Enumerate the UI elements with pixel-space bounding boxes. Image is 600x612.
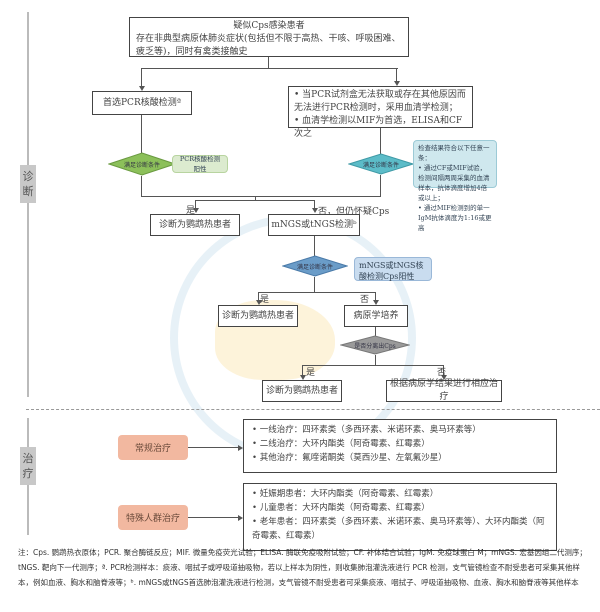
no-label-3: 否 bbox=[437, 368, 447, 378]
criteria-diamond-1-label: 满足诊断条件 bbox=[123, 162, 160, 169]
culture-box: 病原学培养 bbox=[344, 305, 408, 327]
routine-treatment-item: 其他治疗：氟喹诺酮类（莫西沙星、左氧氟沙星） bbox=[252, 451, 548, 465]
routine-treatment-item: 一线治疗：四环素类（多西环素、米诺环素、奥马环素等） bbox=[252, 423, 548, 437]
criteria-diamond-3 bbox=[282, 255, 348, 277]
serology-box: 当PCR试剂盒无法获取或存在其他原因而无法进行PCR检测时，采用血清学检测； 血… bbox=[288, 86, 473, 139]
special-treatment-box: 妊娠期患者：大环内酯类（阿奇霉素、红霉素） 儿童患者：大环内酯类（阿奇霉素、红霉… bbox=[243, 483, 557, 551]
criteria-diamond-1 bbox=[108, 152, 176, 176]
routine-treatment-item: 二线治疗：大环内酯类（阿奇霉素、红霉素） bbox=[252, 437, 548, 451]
pcr-first-box: 首选PCR核酸检测ª bbox=[92, 91, 192, 115]
diagnosis-label: 诊断 bbox=[20, 165, 36, 203]
treat-by-result-box: 根据病原学结果进行相应治疗 bbox=[386, 379, 502, 402]
serology-item: 当PCR试剂盒无法获取或存在其他原因而无法进行PCR检测时，采用血清学检测； bbox=[294, 89, 467, 115]
yes-label-2: 是 bbox=[260, 295, 270, 305]
routine-treatment-pill: 常规治疗 bbox=[118, 435, 188, 460]
diagnosed-box-3: 诊断为鹦鹉热患者 bbox=[262, 380, 342, 402]
start-desc: 存在非典型病原体肺炎症状(包括但不限于高热、干咳、呼吸困难、疲乏等)，同时有禽类… bbox=[136, 34, 401, 57]
no-label-2: 否 bbox=[360, 295, 370, 305]
diagnosed-box-1: 诊断为鹦鹉热患者 bbox=[150, 214, 240, 236]
yes-label-1: 是 bbox=[186, 206, 196, 216]
serology-note-item: 通过MIF检测到的单一IgM抗体滴度为1:16或更高 bbox=[418, 203, 492, 233]
isolated-diamond bbox=[340, 335, 410, 355]
special-treatment-item: 老年患者：四环素类（多西环素、米诺环素、奥马环素等）、大环内酯类（阿奇霉素、红霉… bbox=[252, 515, 548, 543]
special-treatment-pill: 特殊人群治疗 bbox=[118, 505, 188, 530]
ngs-box: mNGS或tNGS检测ᵇ bbox=[268, 214, 360, 236]
pcr-positive-note: PCR核酸检测阳性 bbox=[172, 155, 228, 173]
serology-item: 血清学检测以MIF为首选，ELISA和CF次之 bbox=[294, 115, 467, 141]
yes-label-3: 是 bbox=[306, 368, 316, 378]
serology-note-item: 通过CF或MIF试验，检测间隔两周采集的血清样本，抗体滴度增加4倍或以上； bbox=[418, 163, 492, 203]
serology-note-title: 检查结果符合以下任意一条： bbox=[418, 144, 490, 162]
section-divider bbox=[26, 409, 600, 410]
no-label-1: 否，但仍怀疑Cps bbox=[318, 207, 390, 217]
criteria-diamond-2-label: 满足诊断条件 bbox=[362, 162, 399, 169]
routine-treatment-box: 一线治疗：四环素类（多西环素、米诺环素、奥马环素等） 二线治疗：大环内酯类（阿奇… bbox=[243, 419, 557, 473]
serology-criteria-note: 检查结果符合以下任意一条： 通过CF或MIF试验，检测间隔两周采集的血清样本，抗… bbox=[413, 140, 497, 232]
diagnosis-axis bbox=[27, 12, 29, 397]
diagnosed-box-2: 诊断为鹦鹉热患者 bbox=[218, 305, 298, 327]
criteria-diamond-3-label: 满足诊断条件 bbox=[296, 264, 333, 271]
isolated-diamond-label: 是否分离出Cps bbox=[354, 343, 396, 350]
special-treatment-item: 儿童患者：大环内酯类（阿奇霉素、红霉素） bbox=[252, 501, 548, 515]
treatment-label: 治疗 bbox=[20, 447, 36, 485]
criteria-diamond-2 bbox=[348, 153, 414, 175]
special-treatment-item: 妊娠期患者：大环内酯类（阿奇霉素、红霉素） bbox=[252, 487, 548, 501]
start-box: 疑似Cps感染患者 存在非典型病原体肺炎症状(包括但不限于高热、干咳、呼吸困难、… bbox=[129, 17, 409, 57]
start-title: 疑似Cps感染患者 bbox=[233, 21, 305, 31]
footnote: 注：Cps. 鹦鹉热衣原体；PCR. 聚合酶链反应；MIF. 微量免疫荧光试验；… bbox=[18, 548, 587, 587]
ngs-positive-note: mNGS或tNGS核酸检测Cps阳性 bbox=[354, 257, 432, 281]
